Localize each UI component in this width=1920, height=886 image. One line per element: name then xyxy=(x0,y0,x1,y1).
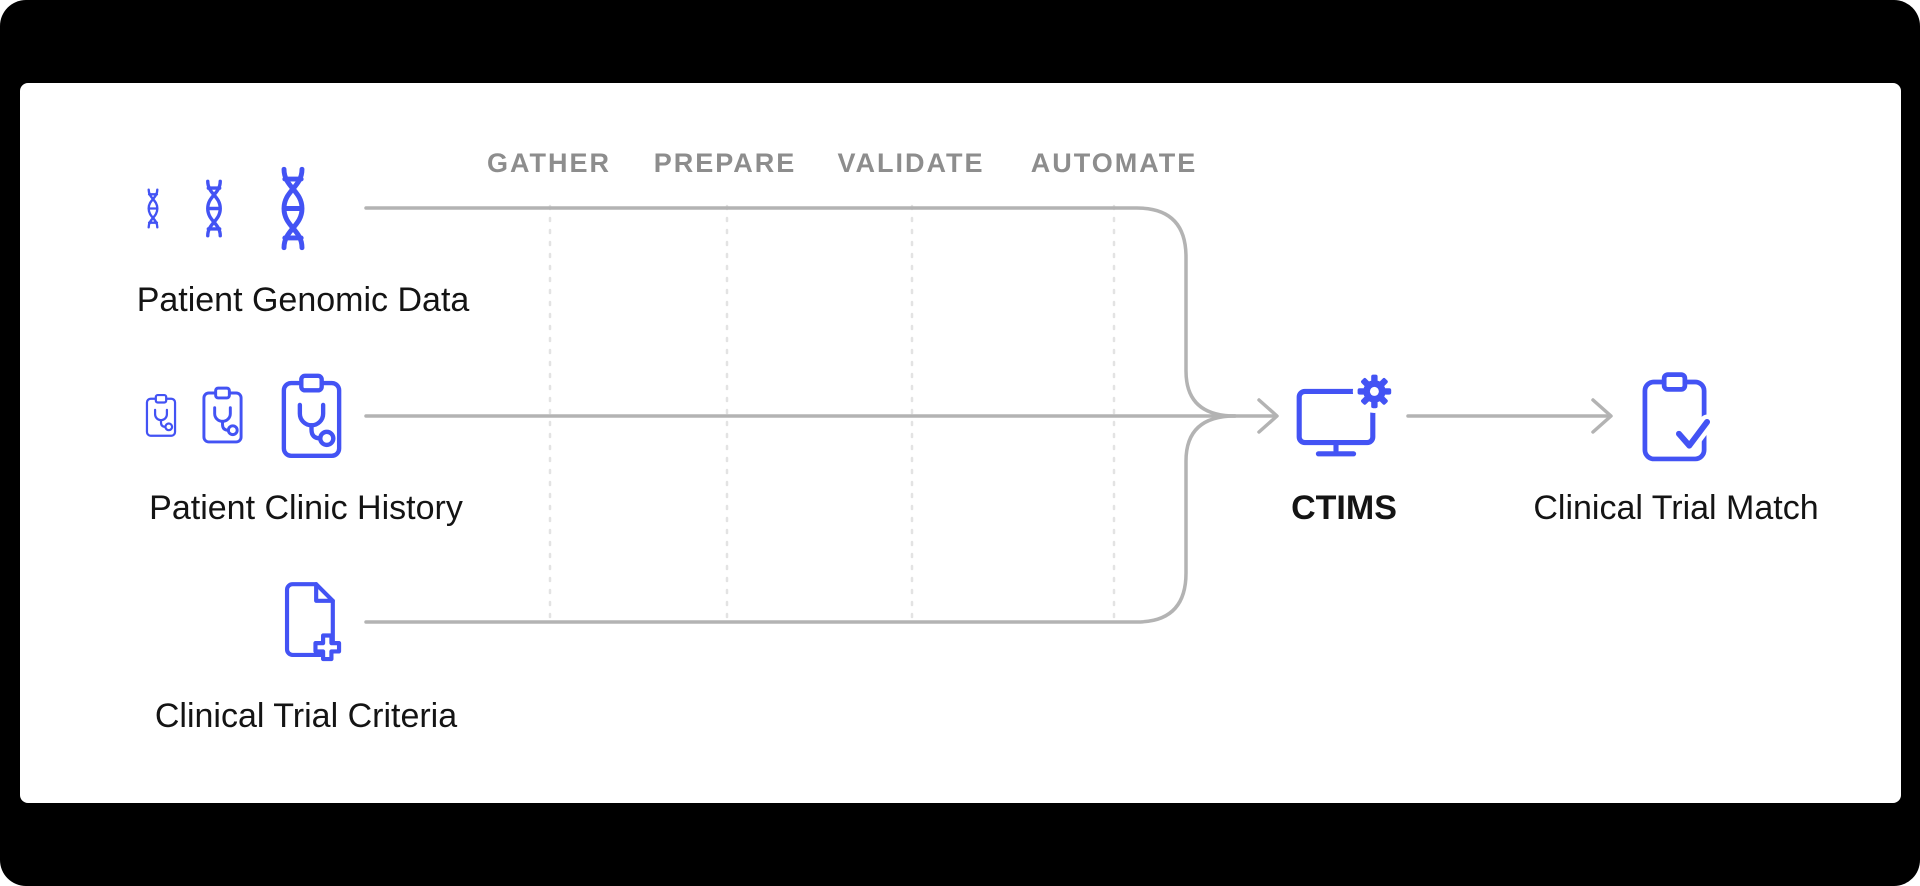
stage-label-prepare: PREPARE xyxy=(653,148,797,178)
document-plus-icon xyxy=(280,580,344,666)
clipboard-stethoscope-icon-large xyxy=(278,370,345,466)
ctims-label: CTIMS xyxy=(1291,489,1397,527)
monitor-gear-icon xyxy=(1296,372,1392,462)
stage-label-gather: GATHER xyxy=(487,148,611,178)
stage-label-automate: AUTOMATE xyxy=(1030,148,1198,178)
dna-icon-small xyxy=(147,188,159,229)
clipboard-check-icon xyxy=(1639,370,1713,465)
dna-icon-large xyxy=(270,166,316,251)
stage-label-validate: VALIDATE xyxy=(837,148,985,178)
input-label-criteria: Clinical Trial Criteria xyxy=(154,697,458,735)
output-label: Clinical Trial Match xyxy=(1533,489,1819,527)
clipboard-stethoscope-icon-small xyxy=(145,393,177,437)
input-label-clinic: Patient Clinic History xyxy=(149,489,463,527)
clipboard-stethoscope-icon-medium xyxy=(202,386,243,444)
dna-icon-medium xyxy=(206,179,222,238)
input-label-genomic: Patient Genomic Data xyxy=(136,281,470,319)
